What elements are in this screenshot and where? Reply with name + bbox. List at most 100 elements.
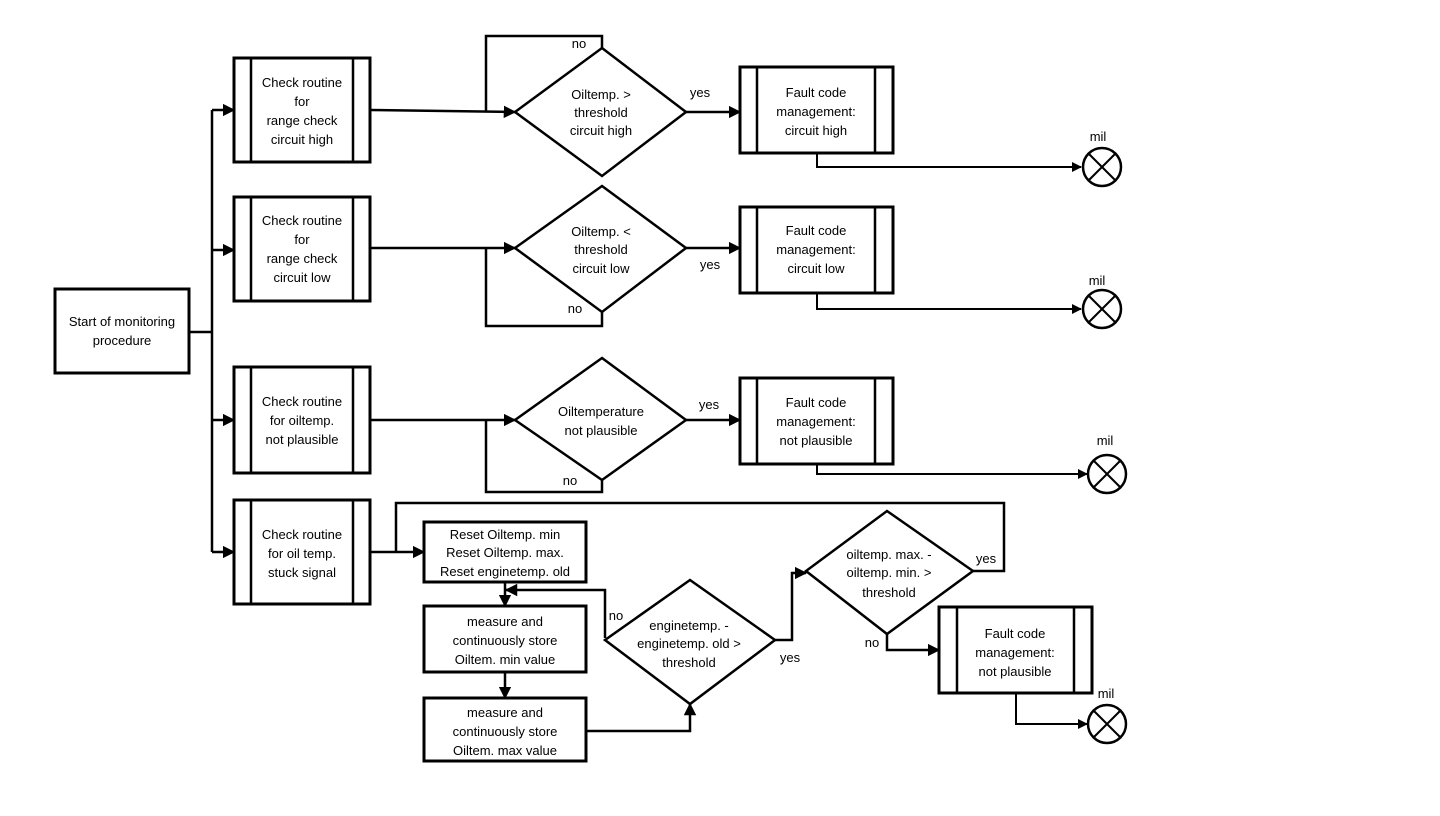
decision-engine-line-2: enginetemp. old > — [637, 636, 741, 651]
check-stuck-line-3: stuck signal — [268, 565, 336, 580]
check-routine-low: Check routine for range check circuit lo… — [232, 195, 372, 303]
process-store-max: measure and continuously store Oiltem. m… — [422, 696, 588, 763]
oil-no-arrow — [885, 634, 941, 657]
check-low-line-1: Check routine — [262, 213, 342, 228]
decision-plausible: Oiltemperature not plausible — [512, 356, 689, 482]
decision-high-line-1: Oiltemp. > — [571, 87, 631, 102]
low-no-loop — [484, 248, 604, 328]
fault-plausible-line-1: Fault code — [786, 395, 847, 410]
decision-high-line-2: threshold — [574, 105, 627, 120]
label-no-engine: no — [609, 608, 623, 623]
fault-plausible: Fault code management: not plausible — [738, 376, 895, 466]
mil-label: mil — [1097, 433, 1114, 448]
check-low-line-3: range check — [267, 251, 338, 266]
decision-high: Oiltemp. > threshold circuit high — [512, 46, 689, 178]
store-min-line-2: continuously store — [453, 633, 558, 648]
fault-stuck: Fault code management: not plausible — [937, 605, 1094, 695]
process-reset: Reset Oiltemp. min Reset Oiltemp. max. R… — [422, 520, 588, 584]
check-high-line-3: range check — [267, 113, 338, 128]
mil-lamp-stuck: mil — [1086, 686, 1128, 745]
engine-yes-arrow — [775, 566, 808, 642]
label-yes-plausible: yes — [699, 397, 720, 412]
label-no-plausible: no — [563, 473, 577, 488]
check-high-line-1: Check routine — [262, 75, 342, 90]
label-yes-high: yes — [690, 85, 711, 100]
mil-lamp-high: mil — [1081, 129, 1123, 188]
mil-label: mil — [1089, 273, 1106, 288]
check-stuck-line-2: for oil temp. — [268, 546, 336, 561]
fault-stuck-line-3: not plausible — [979, 664, 1052, 679]
check-plausible-line-1: Check routine — [262, 394, 342, 409]
label-yes-oil: yes — [976, 551, 997, 566]
decision-engine: enginetemp. - enginetemp. old > threshol… — [602, 578, 778, 706]
start-label-1: Start of monitoring — [69, 314, 175, 329]
label-yes-low: yes — [700, 257, 721, 272]
fault-stuck-line-1: Fault code — [985, 626, 1046, 641]
check-plausible-line-3: not plausible — [266, 432, 339, 447]
label-yes-engine: yes — [780, 650, 801, 665]
plausible-no-loop — [484, 420, 604, 494]
high-no-loop — [484, 34, 604, 112]
engine-no-loop — [504, 583, 607, 638]
check-stuck-line-1: Check routine — [262, 527, 342, 542]
decision-low: Oiltemp. < threshold circuit low — [512, 184, 689, 314]
store-max-line-1: measure and — [467, 705, 543, 720]
fault-plausible-line-2: management: — [776, 414, 856, 429]
check-high-line-2: for — [294, 94, 310, 109]
oil-yes-loop — [394, 501, 1006, 573]
store-min-line-3: Oiltem. min value — [455, 652, 555, 667]
fault-stuck-line-2: management: — [975, 645, 1055, 660]
process-store-min: measure and continuously store Oiltem. m… — [422, 604, 588, 674]
start-label-2: procedure — [93, 333, 152, 348]
label-no-oil: no — [865, 635, 879, 650]
decision-high-line-3: circuit high — [570, 123, 632, 138]
max-to-engine-decision — [586, 702, 697, 733]
high-to-mil — [816, 153, 1082, 172]
mil-label: mil — [1098, 686, 1115, 701]
start-node: Start of monitoring procedure — [53, 287, 191, 375]
decision-oil-line-3: threshold — [862, 585, 915, 600]
fault-high-line-3: circuit high — [785, 123, 847, 138]
decision-low-line-1: Oiltemp. < — [571, 224, 631, 239]
check-high-line-4: circuit high — [271, 132, 333, 147]
plausible-to-mil — [816, 464, 1088, 479]
mil-label: mil — [1090, 129, 1107, 144]
fault-low: Fault code management: circuit low — [738, 205, 895, 295]
fault-high-line-2: management: — [776, 104, 856, 119]
decision-low-line-3: circuit low — [572, 261, 630, 276]
fault-low-line-3: circuit low — [787, 261, 845, 276]
check-low-line-4: circuit low — [273, 270, 331, 285]
reset-line-1: Reset Oiltemp. min — [450, 527, 561, 542]
mil-lamp-plausible: mil — [1086, 433, 1128, 495]
decision-oil: oiltemp. max. - oiltemp. min. > threshol… — [803, 509, 976, 636]
high-to-decision — [369, 105, 517, 119]
label-no-high: no — [572, 36, 586, 51]
store-max-line-2: continuously store — [453, 724, 558, 739]
decision-plausible-line-2: not plausible — [565, 423, 638, 438]
decision-engine-line-1: enginetemp. - — [649, 618, 729, 633]
decision-engine-line-3: threshold — [662, 655, 715, 670]
fault-low-line-1: Fault code — [786, 223, 847, 238]
check-routine-plausible: Check routine for oiltemp. not plausible — [232, 365, 372, 475]
low-to-mil — [816, 293, 1082, 314]
store-min-line-1: measure and — [467, 614, 543, 629]
decision-oil-line-1: oiltemp. max. - — [846, 547, 931, 562]
fault-high-line-1: Fault code — [786, 85, 847, 100]
check-low-line-2: for — [294, 232, 310, 247]
label-no-low: no — [568, 301, 582, 316]
check-routine-stuck: Check routine for oil temp. stuck signal — [232, 498, 372, 606]
decision-plausible-line-1: Oiltemperature — [558, 404, 644, 419]
stuck-to-mil — [1015, 692, 1088, 729]
fault-plausible-line-3: not plausible — [780, 433, 853, 448]
decision-oil-line-2: oiltemp. min. > — [847, 565, 932, 580]
reset-line-3: Reset enginetemp. old — [440, 564, 570, 579]
connectors — [189, 34, 1088, 733]
mil-lamp-low: mil — [1081, 273, 1123, 330]
decision-low-line-2: threshold — [574, 242, 627, 257]
branch-labels: no yes no yes no yes no yes yes no — [563, 36, 997, 665]
reset-line-2: Reset Oiltemp. max. — [446, 545, 564, 560]
store-max-line-3: Oiltem. max value — [453, 743, 557, 758]
fault-high: Fault code management: circuit high — [738, 65, 895, 155]
check-routine-high: Check routine for range check circuit hi… — [232, 56, 372, 164]
